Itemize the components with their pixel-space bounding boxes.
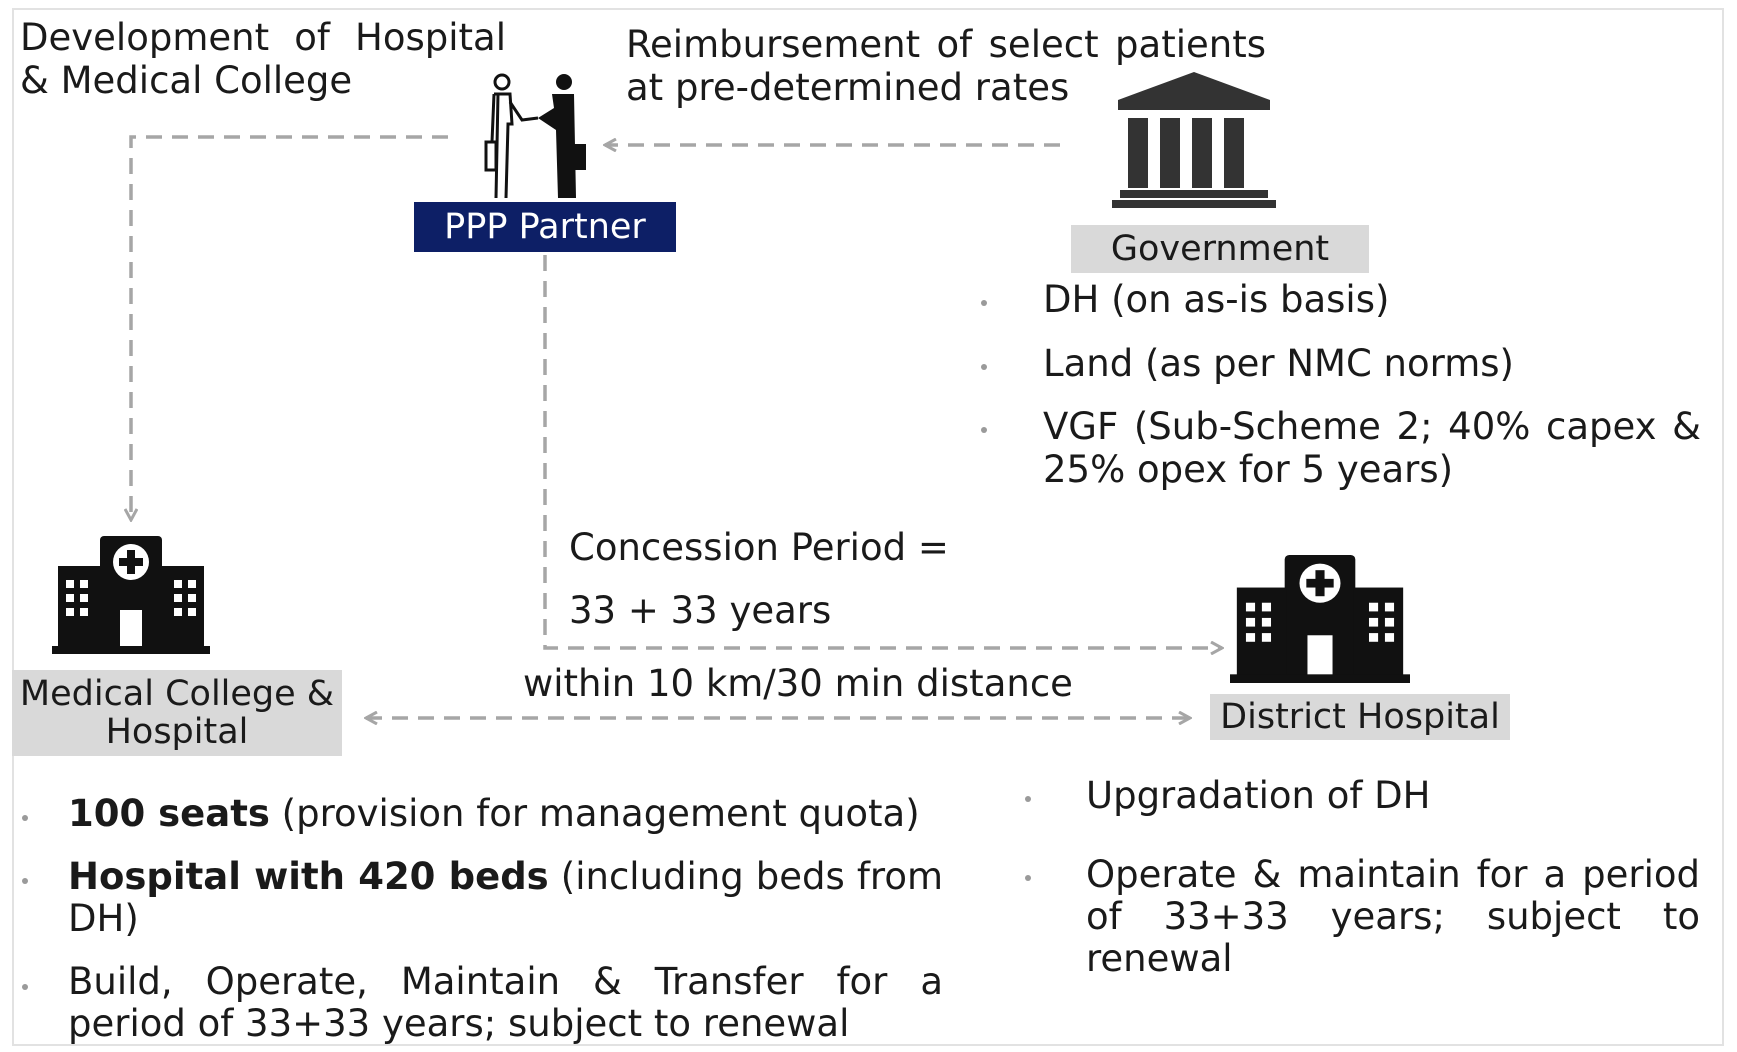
reimbursement-note-line-2: at pre-determined rates xyxy=(626,66,1070,109)
bullet-dot xyxy=(981,427,987,433)
bullet-dot xyxy=(981,300,987,306)
concession-period-line-1: Concession Period = xyxy=(569,526,949,569)
distance-note: within 10 km/30 min distance xyxy=(523,662,1073,705)
district-hospital-label: District Hospital xyxy=(1210,694,1510,740)
hospital-building-icon xyxy=(52,536,210,654)
medical-college-item-beds-line-1: Hospital with 420 beds (including beds f… xyxy=(68,855,943,898)
bullet-dot xyxy=(22,878,28,884)
bullet-dot xyxy=(1025,875,1031,881)
medical-college-item-bomt-line-1: Build, Operate, Maintain & Transfer for … xyxy=(68,960,943,1003)
concession-period-line-2: 33 + 33 years xyxy=(569,589,832,632)
medical-college-item-beds-line-2: DH) xyxy=(68,897,139,940)
bullet-dot xyxy=(22,815,28,821)
district-hospital-item-operate-line-2: of 33+33 years; subject to xyxy=(1086,895,1700,938)
ppp-partner-label: PPP Partner xyxy=(414,202,676,252)
district-hospital-item-upgradation: Upgradation of DH xyxy=(1086,774,1431,817)
handshake-icon xyxy=(484,73,586,199)
government-item-vgf-line-2: 25% opex for 5 years) xyxy=(1043,448,1454,491)
government-building-icon xyxy=(1112,72,1276,208)
hospital-building-icon xyxy=(1230,555,1410,683)
government-item-dh: DH (on as-is basis) xyxy=(1043,278,1390,321)
medical-college-item-bomt-line-2: period of 33+33 years; subject to renewa… xyxy=(68,1002,850,1045)
bullet-dot xyxy=(22,984,28,990)
district-hospital-item-operate-line-1: Operate & maintain for a period xyxy=(1086,853,1700,896)
district-hospital-item-operate-line-3: renewal xyxy=(1086,937,1233,980)
reimbursement-note-line-1: Reimbursement of select patients xyxy=(626,23,1266,66)
medical-college-label-line-2: Hospital xyxy=(105,712,249,752)
medical-college-item-seats: 100 seats (provision for management quot… xyxy=(68,792,920,835)
development-note-line-2: & Medical College xyxy=(20,59,353,102)
development-note-line-1: Development of Hospital xyxy=(20,16,506,59)
medical-college-label: Medical College & Hospital xyxy=(12,670,342,756)
medical-college-label-line-1: Medical College & xyxy=(19,674,335,714)
bullet-dot xyxy=(981,364,987,370)
government-label: Government xyxy=(1071,225,1369,273)
government-item-vgf-line-1: VGF (Sub-Scheme 2; 40% capex & xyxy=(1043,405,1701,448)
diagram-frame xyxy=(12,8,1724,1046)
government-item-land: Land (as per NMC norms) xyxy=(1043,342,1514,385)
development-connector xyxy=(131,135,448,520)
bullet-dot xyxy=(1025,796,1031,802)
concession-connector xyxy=(543,255,1222,648)
